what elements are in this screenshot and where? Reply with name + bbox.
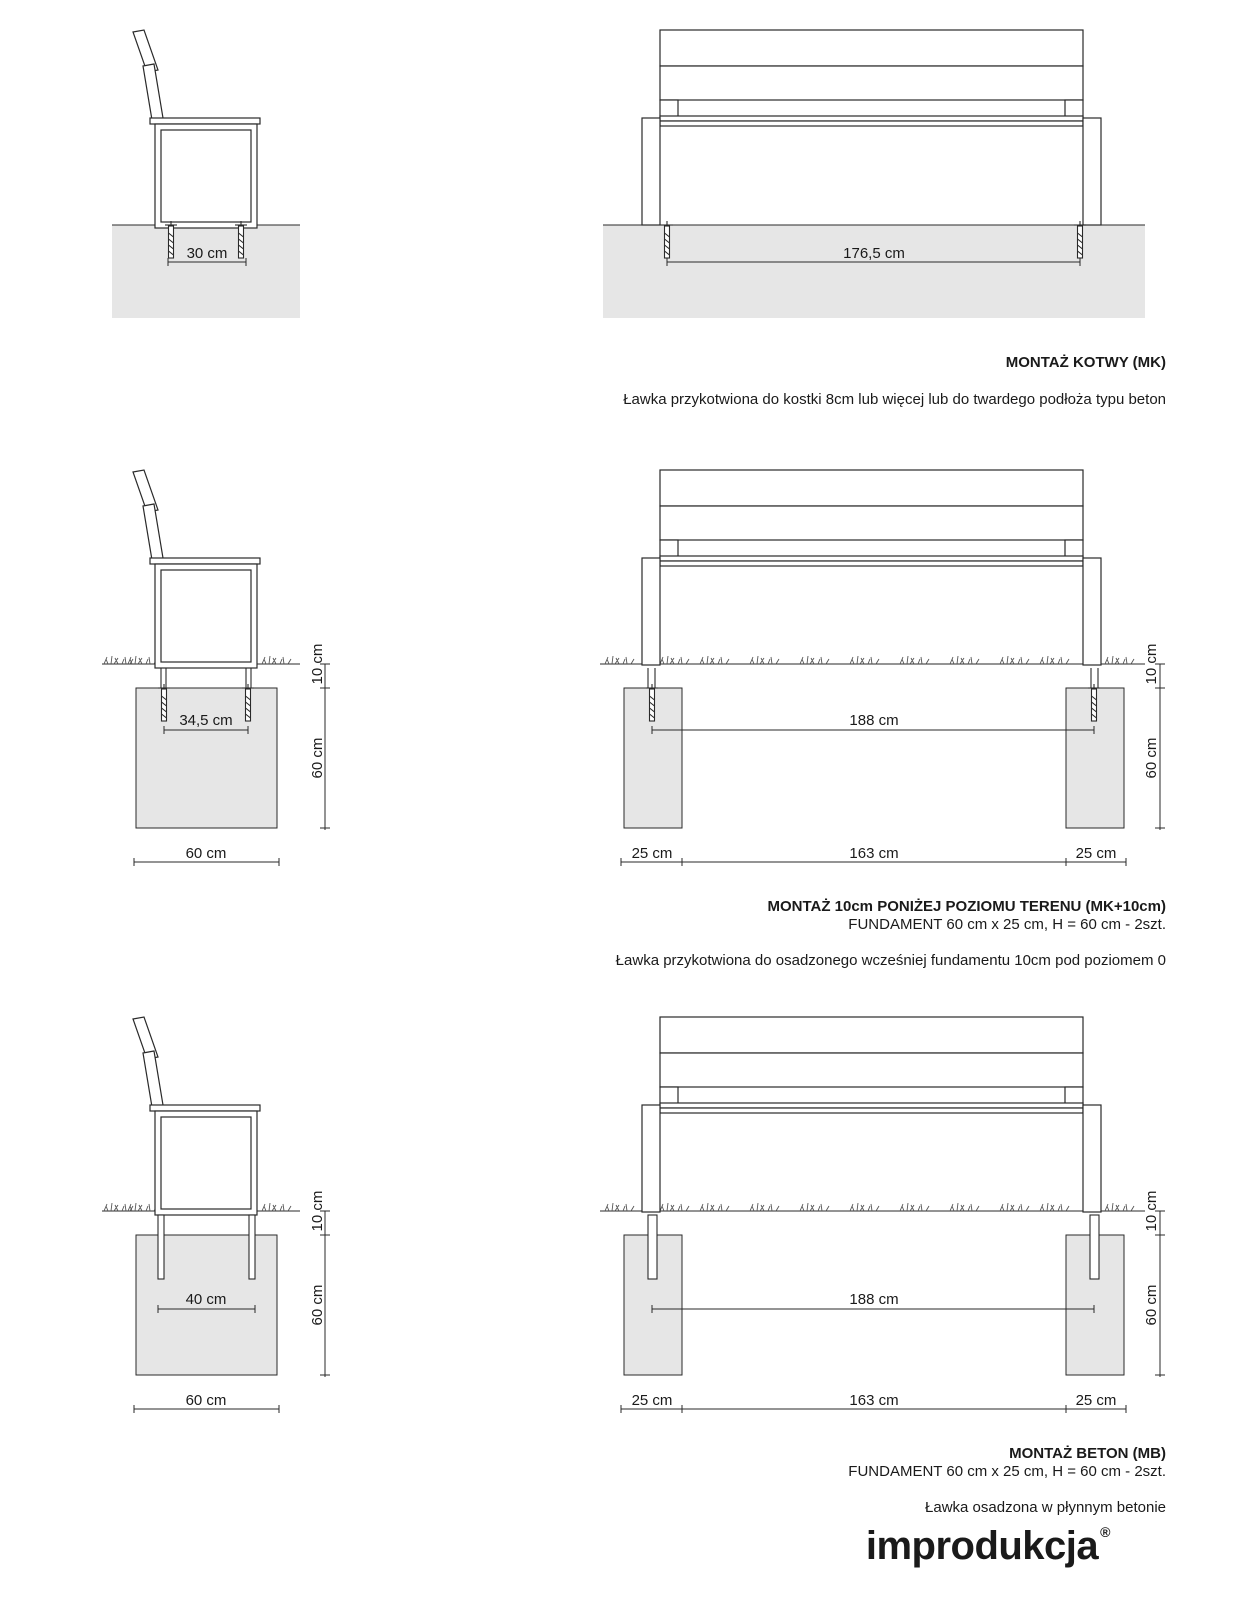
- dim-depth-top: 10 cm: [309, 644, 326, 685]
- description-section-2: Ławka przykotwiona do osadzonego wcześni…: [616, 952, 1166, 970]
- dim-front-middle: 163 cm: [849, 845, 898, 862]
- section-description: Ławka osadzona w płynnym betonie: [925, 1499, 1166, 1516]
- dim-front-left: 25 cm: [632, 1392, 673, 1409]
- registered-mark: ®: [1100, 1523, 1110, 1540]
- dim-depth-top: 10 cm: [309, 1191, 326, 1232]
- caption-section-3: MONTAŻ BETON (MB) FUNDAMENT 60 cm x 25 c…: [848, 1445, 1166, 1481]
- dim-front-right: 25 cm: [1076, 1392, 1117, 1409]
- section-3-front-view: [600, 1016, 1165, 1413]
- brand-logo: improdukcja®: [865, 1523, 1111, 1569]
- dim-front-depth-top: 10 cm: [1143, 1191, 1160, 1232]
- section-2-side-view: [102, 469, 330, 866]
- description-section-3: Ławka osadzona w płynnym betonie: [925, 1499, 1166, 1517]
- section-subtitle: FUNDAMENT 60 cm x 25 cm, H = 60 cm - 2sz…: [848, 1463, 1166, 1480]
- dim-side-inner: 34,5 cm: [179, 712, 232, 729]
- section-description: Ławka przykotwiona do osadzonego wcześni…: [615, 952, 1166, 969]
- section-3-side-view: [102, 1016, 330, 1413]
- section-title: MONTAŻ KOTWY (MK): [1005, 354, 1166, 371]
- dim-front-middle: 163 cm: [849, 1392, 898, 1409]
- dim-front-depth-foundation: 60 cm: [1143, 1285, 1160, 1326]
- dim-front-depth-foundation: 60 cm: [1143, 738, 1160, 779]
- dim-front-inner: 188 cm: [849, 712, 898, 729]
- caption-section-2: MONTAŻ 10cm PONIŻEJ POZIOMU TERENU (MK+1…: [767, 898, 1166, 934]
- section-description: Ławka przykotwiona do kostki 8cm lub wię…: [623, 391, 1166, 408]
- dim-depth-foundation: 60 cm: [309, 1285, 326, 1326]
- description-section-1: Ławka przykotwiona do kostki 8cm lub wię…: [623, 391, 1166, 409]
- section-2-front-view: [600, 469, 1165, 866]
- dim-depth-foundation: 60 cm: [309, 738, 326, 779]
- dim-front-left: 25 cm: [632, 845, 673, 862]
- dim-side-width: 30 cm: [187, 245, 228, 262]
- section-1-side-view: [112, 29, 300, 318]
- dim-side-base: 60 cm: [186, 1392, 227, 1409]
- dim-front-right: 25 cm: [1076, 845, 1117, 862]
- section-title: MONTAŻ BETON (MB): [1009, 1445, 1166, 1462]
- section-subtitle: FUNDAMENT 60 cm x 25 cm, H = 60 cm - 2sz…: [848, 916, 1166, 933]
- logo-text: improdukcja: [865, 1524, 1099, 1568]
- section-1-front-view: [603, 29, 1145, 318]
- dim-side-base: 60 cm: [186, 845, 227, 862]
- dim-front-inner: 188 cm: [849, 1291, 898, 1308]
- dim-front-width: 176,5 cm: [843, 245, 905, 262]
- section-title: MONTAŻ 10cm PONIŻEJ POZIOMU TERENU (MK+1…: [767, 898, 1166, 915]
- dim-side-inner: 40 cm: [186, 1291, 227, 1308]
- dim-front-depth-top: 10 cm: [1143, 644, 1160, 685]
- caption-section-1: MONTAŻ KOTWY (MK): [1006, 354, 1166, 372]
